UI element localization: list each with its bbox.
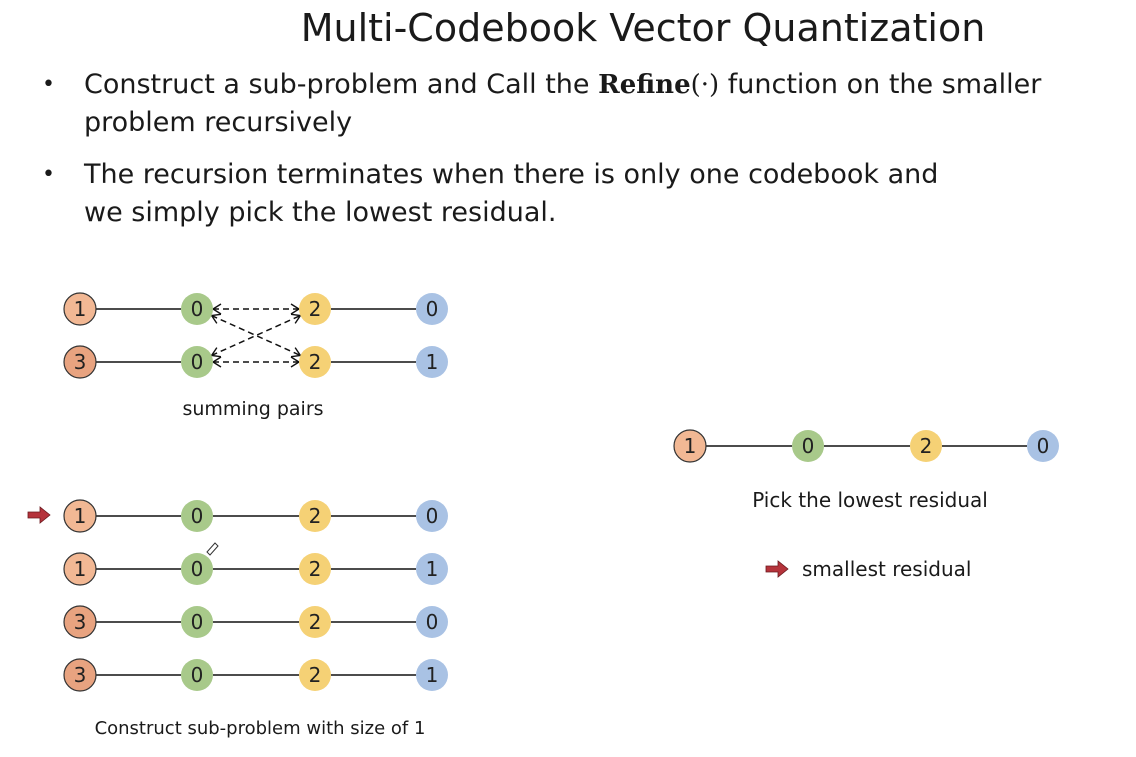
summing-row-1-node-1: 1 [63, 292, 97, 326]
subproblem-row-3-node-4: 0 [416, 606, 448, 638]
result-row-node-1: 1 [673, 429, 707, 463]
subproblem-row-3-node-1: 3 [63, 605, 97, 639]
arrow-head [290, 313, 302, 324]
subproblem-row-4-node-3: 2 [299, 659, 331, 691]
node-label: 0 [191, 557, 204, 581]
arrow-head [290, 347, 302, 358]
summing-row-1-node-2: 0 [181, 293, 213, 325]
arrow-head [210, 347, 222, 358]
result-row-node-2: 0 [792, 430, 824, 462]
node-label: 0 [191, 610, 204, 634]
subproblem-row-4-node-2: 0 [181, 659, 213, 691]
dashed-pair-line [211, 314, 301, 357]
node-label: 1 [74, 557, 87, 581]
node-label: 1 [74, 504, 87, 528]
summing-row-2-node-1: 3 [63, 345, 97, 379]
bullet-1-text-end: function on the smaller [719, 69, 1042, 100]
summing-row-1-node-3: 2 [299, 293, 331, 325]
result-row-node-4: 0 [1027, 430, 1059, 462]
subproblem-row-1-node-3: 2 [299, 500, 331, 532]
node-label: 2 [309, 504, 322, 528]
dashed-pair-line [211, 314, 301, 357]
node-label: 1 [684, 434, 697, 458]
node-label: 2 [309, 350, 322, 374]
bullet-2: • The recursion terminates when there is… [42, 156, 939, 232]
subproblem-row-4-node-1: 3 [63, 658, 97, 692]
subproblem-row-2-node-3: 2 [299, 553, 331, 585]
arrow-head [210, 313, 222, 324]
node-label: 0 [426, 297, 439, 321]
refine-function-name: Refine [598, 70, 691, 100]
subproblem-row-1-node-1: 1 [63, 499, 97, 533]
node-label: 1 [426, 663, 439, 687]
node-label: 2 [309, 557, 322, 581]
node-label: 0 [191, 350, 204, 374]
node-label: 2 [309, 663, 322, 687]
node-label: 2 [309, 297, 322, 321]
node-label: 0 [426, 610, 439, 634]
summing-row-2-node-4: 1 [416, 346, 448, 378]
bullet-1-line-2: problem recursively [84, 107, 353, 138]
subproblem-row-4-node-4: 1 [416, 659, 448, 691]
bullet-1: • Construct a sub-problem and Call the R… [42, 66, 1042, 142]
bullet-2-line-1: The recursion terminates when there is o… [84, 159, 939, 190]
node-label: 3 [74, 350, 87, 374]
subproblem-row-3-node-2: 0 [181, 606, 213, 638]
bullet-dot: • [42, 162, 55, 187]
subproblem-caption: Construct sub-problem with size of 1 [95, 718, 426, 739]
legend-arrow-icon [765, 560, 789, 578]
node-label: 1 [426, 350, 439, 374]
bullet-2-line-2: we simply pick the lowest residual. [84, 197, 557, 228]
node-label: 0 [191, 297, 204, 321]
summing-row-2-node-3: 2 [299, 346, 331, 378]
summing-caption: summing pairs [182, 398, 323, 420]
result-row-node-3: 2 [910, 430, 942, 462]
node-label: 2 [309, 610, 322, 634]
node-label: 0 [191, 663, 204, 687]
subproblem-row-3-node-3: 2 [299, 606, 331, 638]
subproblem-row-1-node-2: 0 [181, 500, 213, 532]
summing-row-1-node-4: 0 [416, 293, 448, 325]
node-label: 2 [920, 434, 933, 458]
pen-cursor-icon [206, 542, 219, 556]
result-caption: Pick the lowest residual [752, 488, 988, 512]
summing-row-2-node-2: 0 [181, 346, 213, 378]
node-label: 0 [426, 504, 439, 528]
node-label: 3 [74, 610, 87, 634]
subproblem-row-1-node-4: 0 [416, 500, 448, 532]
node-label: 1 [426, 557, 439, 581]
node-label: 0 [191, 504, 204, 528]
refine-function-arg: (·) [690, 70, 720, 100]
node-label: 0 [802, 434, 815, 458]
bullet-1-text-start: Construct a sub-problem and Call the [84, 69, 599, 100]
subproblem-row-2-node-1: 1 [63, 552, 97, 586]
subproblem-row-2-node-2: 0 [181, 553, 213, 585]
node-label: 3 [74, 663, 87, 687]
legend-label: smallest residual [802, 557, 971, 581]
subproblem-row-2-node-4: 1 [416, 553, 448, 585]
bullet-dot: • [42, 72, 55, 97]
node-label: 0 [1037, 434, 1050, 458]
selected-row-arrow-icon [27, 506, 51, 524]
node-label: 1 [74, 297, 87, 321]
slide-title: Multi-Codebook Vector Quantization [300, 6, 986, 50]
